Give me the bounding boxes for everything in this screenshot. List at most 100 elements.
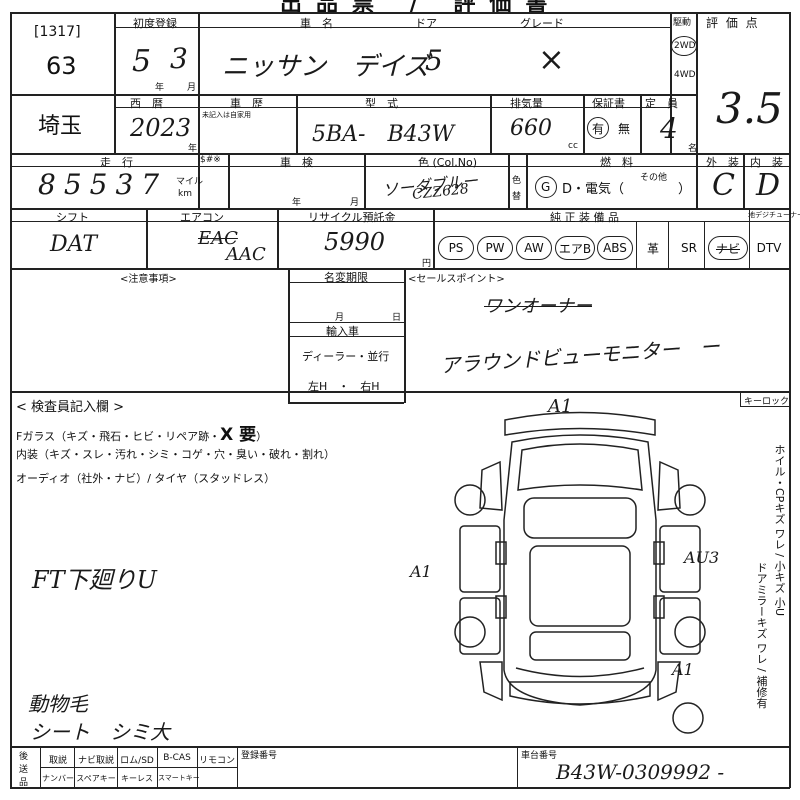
capacity-label: 定 員 <box>645 97 678 110</box>
fuel-d: D・電気（ <box>562 182 625 197</box>
name-change-day: 日 <box>392 313 402 323</box>
doors-value: 5 <box>425 44 443 77</box>
first-reg-label: 初度登録 <box>133 17 177 30</box>
eq-sep-3 <box>704 222 705 268</box>
color-change-1: 色 <box>512 176 522 186</box>
r1-sub <box>114 27 670 28</box>
equip-abs: ABS <box>597 236 633 260</box>
name-change-label: 名変期限 <box>324 271 368 284</box>
frame-bottom <box>10 787 790 789</box>
btm-v7 <box>517 746 518 788</box>
equip-aw: AW <box>516 236 552 260</box>
import-dealer: ディーラー・並行 <box>302 350 390 363</box>
mirror-right-2 <box>653 595 665 619</box>
score-value: 3.5 <box>716 84 783 133</box>
warranty-label: 保証書 <box>592 97 625 110</box>
capacity-unit: 名 <box>688 144 698 154</box>
right-rear-fender <box>657 661 681 702</box>
capacity-value: 4 <box>660 112 678 145</box>
drive-4wd: 4WD <box>674 70 696 80</box>
row-line-4 <box>10 268 790 270</box>
mark-left: A1 <box>410 562 432 581</box>
r2-v3 <box>296 94 298 153</box>
fuel-label: 燃 料 <box>600 156 633 169</box>
r2-v6 <box>640 94 642 153</box>
import-label: 輸入車 <box>326 325 359 338</box>
model-code-label: 型 式 <box>365 97 398 110</box>
r1-v2 <box>198 12 200 94</box>
car-name-value: ニッサン デイズ <box>222 52 430 82</box>
mileage-unit-km: km <box>178 189 192 199</box>
spare-wheel <box>672 702 704 734</box>
car-name-label: 車 名 <box>300 17 333 30</box>
shift-value: DAT <box>50 232 97 257</box>
mirror-left-2 <box>495 595 507 619</box>
aircon-label: エアコン <box>180 211 224 224</box>
mileage-unit-mile: マイル <box>176 177 204 187</box>
eq-sep-2 <box>668 222 669 268</box>
equip-leather: 革 <box>646 241 659 256</box>
bottom-row2-keyless: キーレス <box>121 774 153 783</box>
sales-point-struck: ワンオーナー <box>484 296 592 317</box>
left-rear-fender <box>479 661 503 702</box>
inspection-label: 車 検 <box>280 156 313 169</box>
warranty-no: 無 <box>618 122 631 136</box>
keyless-label: キーロック <box>744 397 790 407</box>
recycle-unit: 円 <box>422 259 432 269</box>
bottom-label-mid: 送 <box>19 765 29 775</box>
aircon-struck: EAC <box>198 228 238 249</box>
frame-right <box>789 12 791 788</box>
equip-airbag: エアB <box>555 236 595 260</box>
r5-v1 <box>288 268 290 403</box>
name-change-month: 月 <box>335 313 345 323</box>
r4-v2 <box>277 208 279 268</box>
notes-label: <注意事項> <box>120 274 177 285</box>
lot-number: 63 <box>46 52 77 80</box>
side-text-col2: ドアミラーキズ ワレ / 補修有 <box>755 562 768 709</box>
grade-value: × <box>538 40 565 78</box>
wheel-rear-left <box>454 616 486 648</box>
btm-h <box>40 767 237 768</box>
inspection-unit-month: 月 <box>350 198 360 208</box>
r3-v3 <box>364 153 366 208</box>
drive-2wd: 2WD <box>674 41 696 51</box>
r2-v1 <box>114 94 116 153</box>
inspector-label: < 検査員記入欄 > <box>16 400 125 415</box>
r3-v5 <box>526 153 528 208</box>
r3-v7 <box>743 153 745 208</box>
row-line-6 <box>10 746 790 748</box>
keyless-box-left <box>740 391 741 407</box>
recycle-value: 5990 <box>324 228 386 256</box>
r2-v2 <box>198 94 200 153</box>
keyless-box-bottom <box>740 406 790 407</box>
trunk <box>515 667 645 678</box>
displacement-label: 排気量 <box>510 97 543 110</box>
bottom-row1-remote: リモコン <box>198 756 235 766</box>
inspection-unit-year: 年 <box>292 198 302 208</box>
history-label: 車 歴 <box>230 97 263 110</box>
inspector-line1: Fガラス（キズ・飛石・ヒビ・リペア跡・X 要） <box>16 420 267 445</box>
mark-right: AU3 <box>684 548 720 567</box>
wheel-front-right <box>674 484 706 516</box>
warranty-yes: 有 <box>592 122 605 136</box>
model-year-value: 2023 <box>130 114 192 142</box>
bottom-label-top: 後 <box>19 752 29 762</box>
equipment-label: 純 正 装 備 品 <box>550 211 619 224</box>
grade-label: グレード <box>520 17 564 30</box>
left-front-door <box>459 525 501 593</box>
displacement-value: 660 <box>510 116 552 141</box>
exterior-label: 外 装 <box>706 156 739 169</box>
inspector-line1-mark: X 要 <box>220 425 257 445</box>
r5-v2 <box>404 268 406 403</box>
inspector-line1-text: Fガラス（キズ・飛石・ヒビ・リペア跡・ <box>16 430 221 443</box>
first-reg-year: 5 <box>132 44 152 79</box>
front-bumper <box>504 411 656 436</box>
bottom-row1-bcas: B-CAS <box>163 753 191 763</box>
btm-v6 <box>237 746 238 788</box>
bottom-row2-number: ナンバー <box>42 774 74 783</box>
car-body <box>503 434 657 706</box>
equip-pw: PW <box>477 236 513 260</box>
first-reg-unit-year: 年 <box>155 83 165 93</box>
displacement-unit: cc <box>568 141 578 151</box>
recycle-label: リサイクル預託金 <box>308 211 396 224</box>
